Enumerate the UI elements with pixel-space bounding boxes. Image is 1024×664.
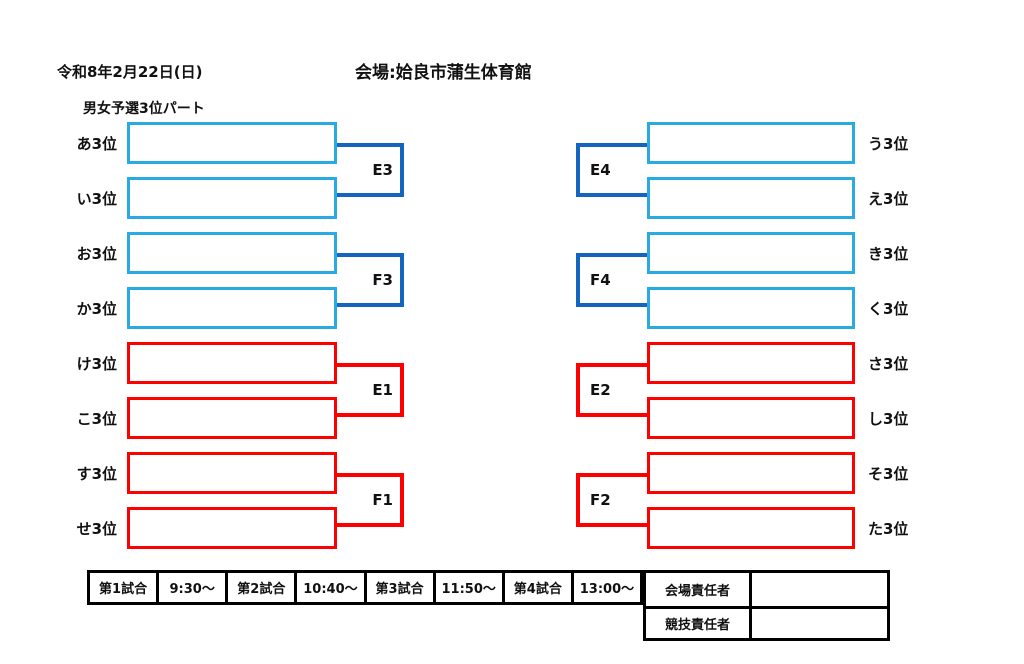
match-label: F1 [372, 491, 393, 509]
seed-label: え3位 [868, 190, 909, 208]
schedule-cell: 第3試合 [363, 573, 433, 602]
seed-label: く3位 [868, 300, 909, 318]
team-slot[interactable] [127, 232, 337, 274]
team-slot[interactable] [647, 507, 855, 549]
seed-label: け3位 [76, 355, 117, 373]
seed-label: し3位 [868, 410, 909, 428]
competition-manager-label: 競技責任者 [646, 605, 752, 638]
schedule-cell: 11:50～ [432, 573, 502, 602]
team-slot[interactable] [647, 232, 855, 274]
seed-label: か3位 [76, 300, 117, 318]
bracket-connector: E4 [576, 143, 647, 197]
team-slot[interactable] [647, 177, 855, 219]
seed-label: い3位 [76, 190, 117, 208]
bracket-connector: E3 [337, 143, 404, 197]
schedule-cell: 10:40～ [294, 573, 363, 602]
team-slot[interactable] [127, 397, 337, 439]
venue-manager-value[interactable] [752, 573, 887, 606]
schedule-cell: 13:00～ [570, 573, 640, 602]
seed-label: お3位 [76, 245, 117, 263]
competition-manager-value[interactable] [752, 605, 887, 639]
match-label: E3 [372, 161, 393, 179]
seed-label: う3位 [868, 135, 909, 153]
team-slot[interactable] [647, 342, 855, 384]
bracket-connector: F1 [337, 473, 404, 527]
team-slot[interactable] [127, 177, 337, 219]
seed-label: こ3位 [76, 410, 117, 428]
match-label: E4 [590, 161, 611, 179]
schedule-cell: 第2試合 [225, 573, 294, 602]
bracket-connector: F3 [337, 253, 404, 307]
officials-table: 会場責任者 競技責任者 [643, 570, 890, 641]
match-label: F3 [372, 271, 393, 289]
team-slot[interactable] [127, 287, 337, 329]
seed-label: さ3位 [868, 355, 909, 373]
match-label: E1 [372, 381, 393, 399]
seed-label: き3位 [868, 245, 909, 263]
team-slot[interactable] [647, 287, 855, 329]
seed-label: す3位 [76, 465, 117, 483]
seed-label: せ3位 [76, 520, 117, 538]
team-slot[interactable] [127, 507, 337, 549]
date-text: 令和8年2月22日(日) [57, 63, 203, 81]
seed-label: あ3位 [76, 135, 117, 153]
section-title: 男女予選3位パート [83, 101, 205, 117]
team-slot[interactable] [647, 397, 855, 439]
team-slot[interactable] [127, 122, 337, 164]
seed-label: そ3位 [868, 465, 909, 483]
bracket-connector: F4 [576, 253, 647, 307]
schedule-cell: 第1試合 [99, 582, 148, 597]
team-slot[interactable] [647, 452, 855, 494]
schedule-cell: 9:30～ [156, 573, 225, 602]
bracket-connector: E1 [337, 363, 404, 417]
schedule-table: 第1試合 9:30～ 第2試合 10:40～ 第3試合 11:50～ 第4試合 … [87, 570, 643, 605]
seed-label: た3位 [868, 520, 909, 538]
match-label: F2 [590, 491, 611, 509]
team-slot[interactable] [127, 342, 337, 384]
match-label: F4 [590, 271, 611, 289]
team-slot[interactable] [127, 452, 337, 494]
schedule-cell: 第4試合 [501, 573, 571, 602]
bracket-connector: E2 [576, 363, 647, 417]
venue-manager-label: 会場責任者 [646, 573, 752, 606]
match-label: E2 [590, 381, 611, 399]
venue-text: 会場:姶良市蒲生体育館 [355, 63, 532, 83]
team-slot[interactable] [647, 122, 855, 164]
bracket-connector: F2 [576, 473, 647, 527]
